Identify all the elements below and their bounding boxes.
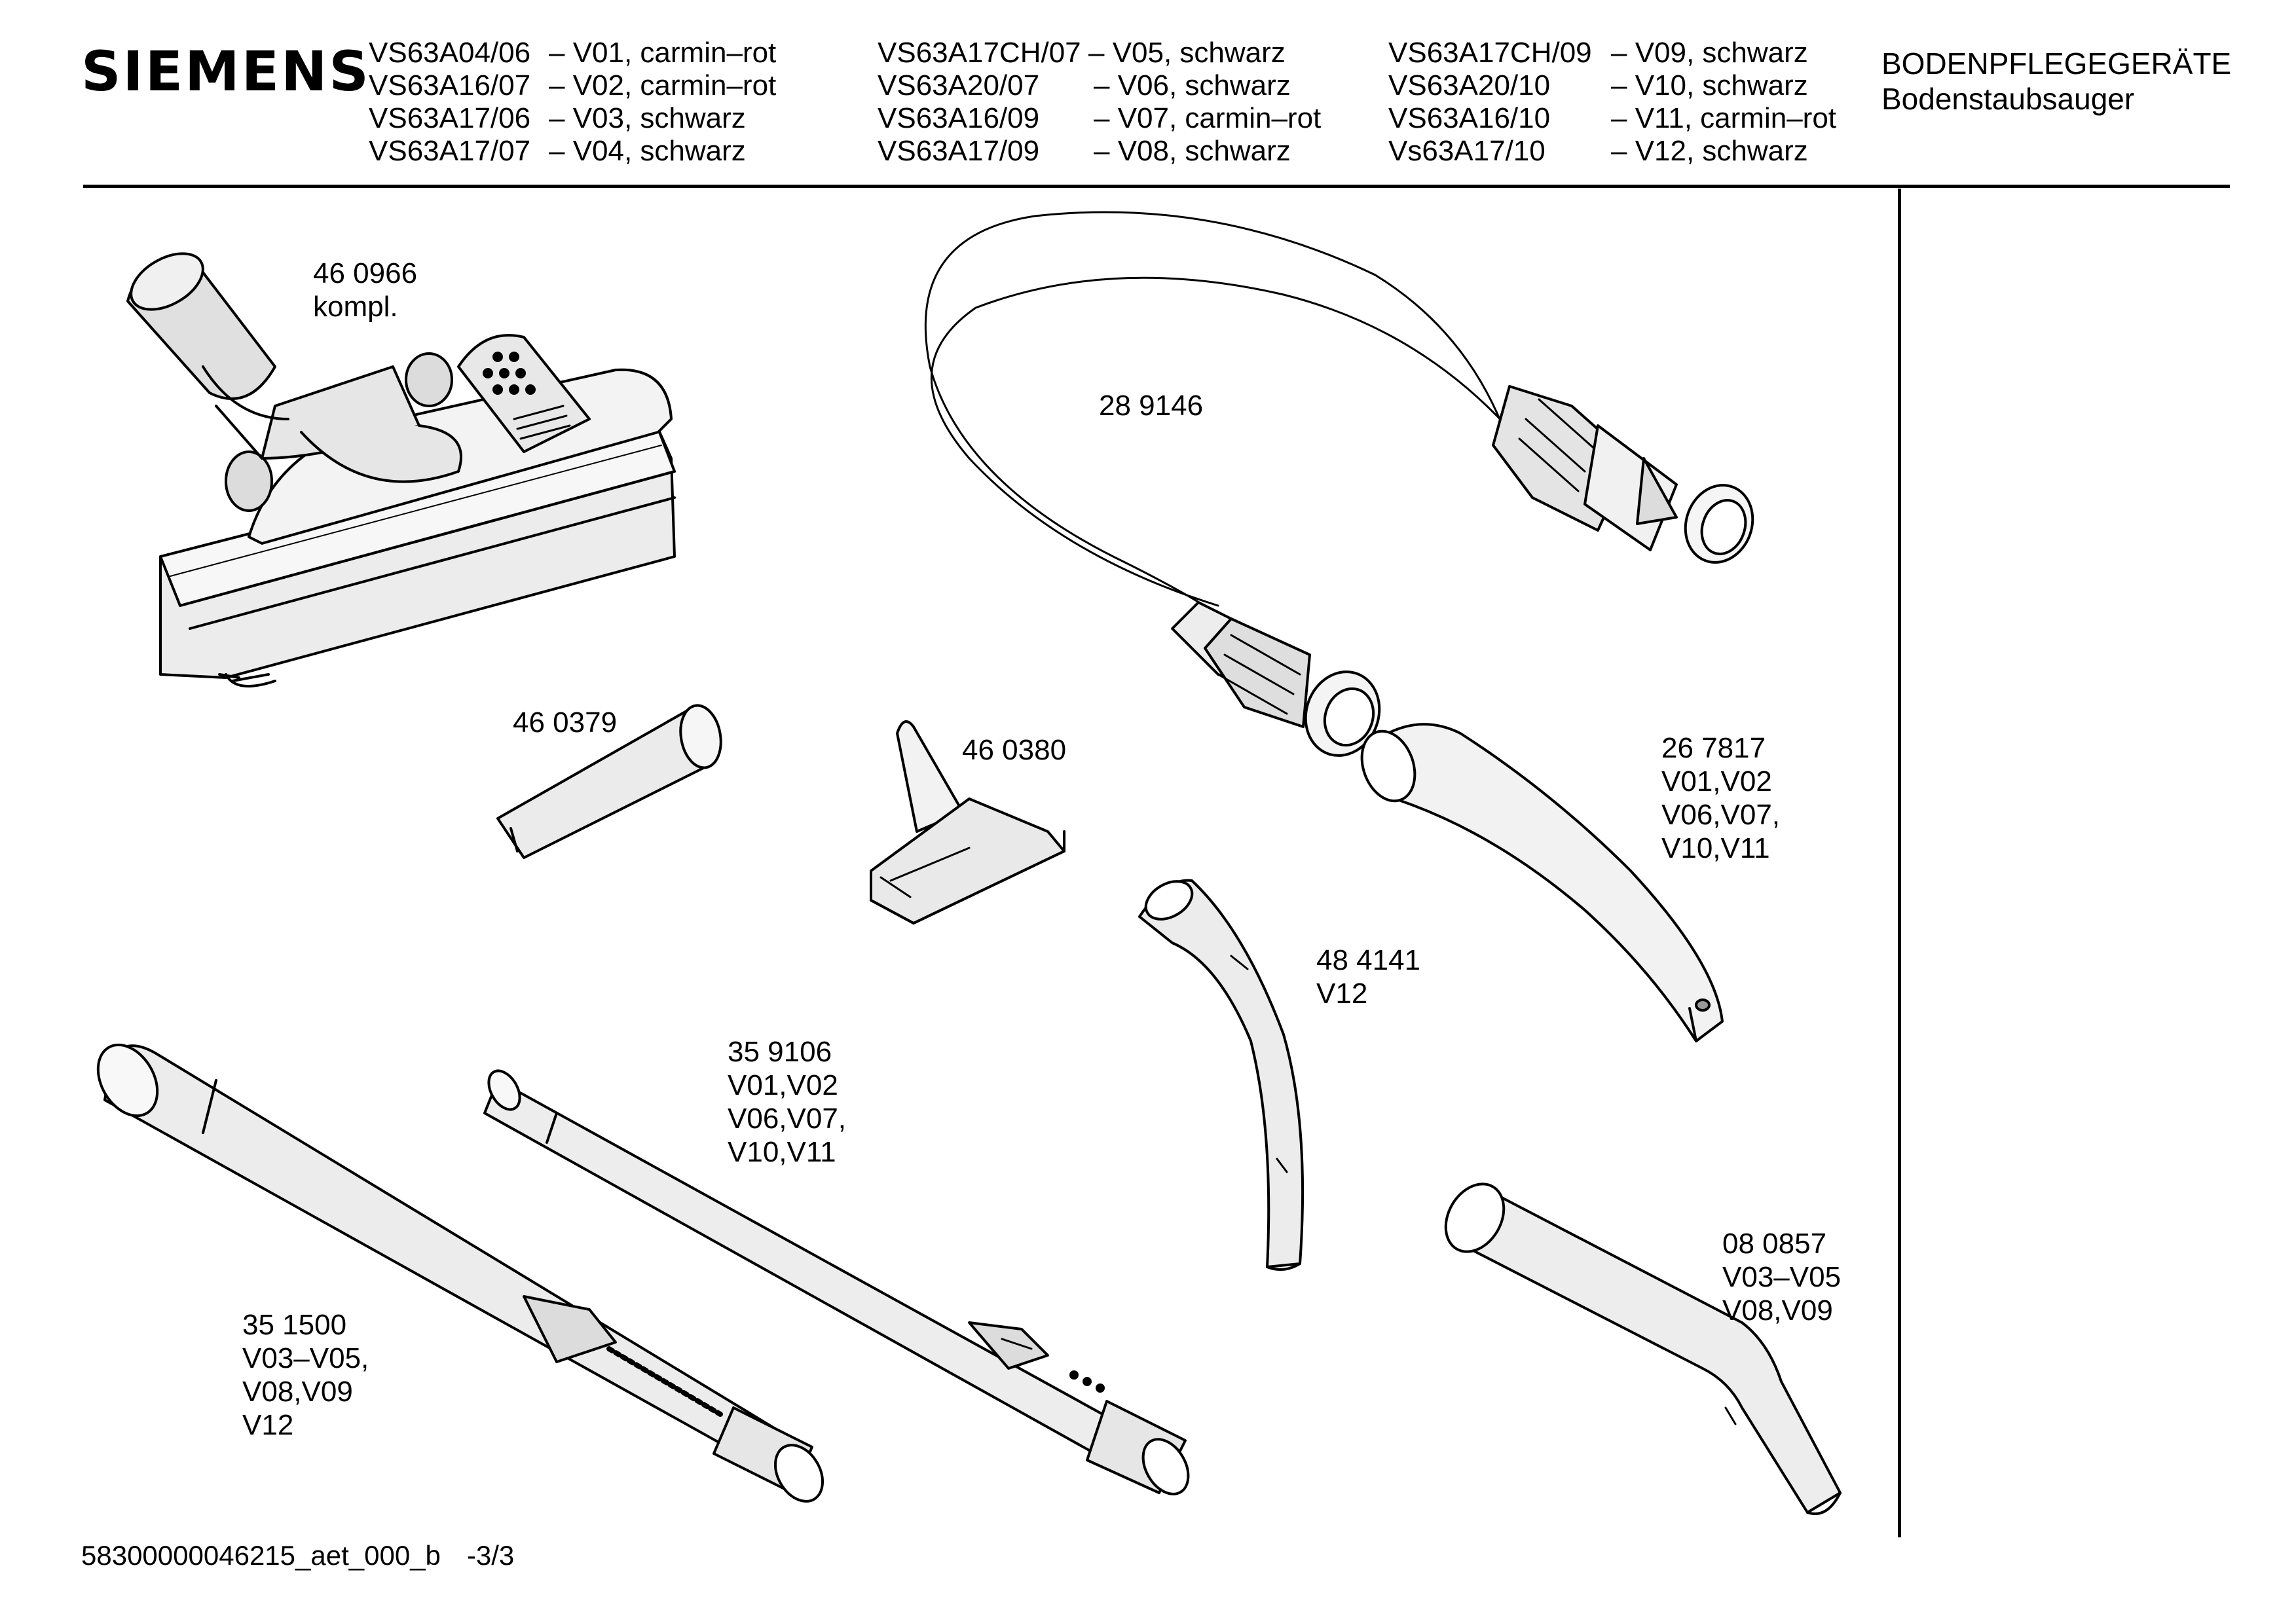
category-title: BODENPFLEGEGERÄTE	[1881, 46, 2232, 81]
handle-26-7817-illustration	[1360, 723, 1724, 1042]
part-number: 08 0857	[1722, 1228, 1827, 1260]
model-variant: – V02, carmin–rot	[549, 69, 777, 101]
part-variants: V03–V05,	[242, 1342, 369, 1374]
part-label-48-4141: 48 4141 V12	[1316, 943, 1420, 1010]
part-variants: V06,V07,	[1661, 799, 1781, 831]
part-label-46-0966: 46 0966 kompl.	[313, 257, 417, 323]
part-variants: V06,V07,	[728, 1103, 847, 1135]
model-variant: – V05, schwarz	[1088, 37, 1286, 69]
brand-logo: SIEMENS	[81, 39, 371, 103]
model-variant: – V09, schwarz	[1611, 37, 1808, 69]
tube-35-1500-illustration	[96, 1043, 824, 1503]
upholstery-tool-illustration	[870, 720, 1065, 925]
model-code: VS63A17/07	[369, 135, 531, 167]
category-subtitle: Bodenstaubsauger	[1881, 82, 2135, 116]
part-number: 35 9106	[728, 1036, 832, 1068]
part-label-08-0857: 08 0857 V03–V05 V08,V09	[1722, 1227, 1841, 1327]
part-label-35-9106: 35 9106 V01,V02 V06,V07, V10,V11	[728, 1035, 846, 1169]
part-variants: V03–V05	[1722, 1261, 1842, 1293]
model-variant: – V07, carmin–rot	[1094, 102, 1322, 134]
tube-35-9106-illustration	[483, 1069, 1190, 1495]
part-number: 46 0380	[962, 734, 1067, 766]
model-code: VS63A17CH/07	[878, 37, 1081, 69]
part-variants: V10,V11	[1661, 832, 1770, 864]
part-variants: V01,V02	[728, 1069, 838, 1101]
model-variant: – V04, schwarz	[549, 135, 746, 167]
model-code: VS63A17CH/09	[1388, 37, 1592, 69]
model-code: VS63A16/10	[1388, 102, 1551, 134]
part-label-46-0380: 46 0380	[962, 733, 1066, 767]
hose-illustration	[924, 211, 1754, 757]
part-label-28-9146: 28 9146	[1099, 389, 1203, 422]
part-number: 46 0966	[313, 257, 418, 289]
part-label-26-7817: 26 7817 V01,V02 V06,V07, V10,V11	[1661, 731, 1780, 865]
page-footer: 58300000046215_aet_000_b -3/3	[81, 1540, 514, 1571]
part-number: 35 1500	[242, 1309, 347, 1341]
part-variants: V01,V02	[1661, 765, 1772, 797]
page-number: -3/3	[466, 1540, 515, 1571]
category-block: BODENPFLEGEGERÄTE Bodenstaubsauger	[1881, 46, 2231, 117]
model-variant: – V12, schwarz	[1611, 135, 1808, 167]
handle-08-0857-illustration	[1444, 1182, 1842, 1515]
document-id: 58300000046215_aet_000_b	[81, 1540, 441, 1571]
model-code: VS63A16/09	[878, 102, 1040, 134]
model-code: VS63A04/06	[369, 37, 531, 69]
crevice-tool-illustration	[496, 704, 722, 859]
header-divider	[83, 185, 2230, 188]
model-code: VS63A20/10	[1388, 69, 1551, 101]
model-variant: – V08, schwarz	[1094, 135, 1291, 167]
model-variant: – V06, schwarz	[1094, 69, 1291, 101]
part-label-35-1500: 35 1500 V03–V05, V08,V09 V12	[242, 1308, 369, 1442]
model-code: VS63A17/09	[878, 135, 1040, 167]
part-label-46-0379: 46 0379	[513, 706, 617, 739]
model-code: VS63A17/06	[369, 102, 531, 134]
model-code: VS63A16/07	[369, 69, 531, 101]
part-number: 48 4141	[1316, 944, 1421, 976]
right-margin-divider	[1898, 189, 1901, 1537]
model-code: VS63A20/07	[878, 69, 1040, 101]
part-variants: V08,V09	[1722, 1294, 1833, 1327]
model-variant: – V01, carmin–rot	[549, 37, 777, 69]
part-note: kompl.	[313, 291, 398, 323]
part-number: 28 9146	[1099, 390, 1204, 422]
model-variant: – V11, carmin–rot	[1611, 102, 1837, 134]
model-variant: – V03, schwarz	[549, 102, 746, 134]
part-variants: V12	[242, 1409, 294, 1441]
model-code: Vs63A17/10	[1388, 135, 1546, 167]
handle-48-4141-illustration	[1138, 879, 1305, 1271]
part-number: 26 7817	[1661, 732, 1766, 764]
model-variant: – V10, schwarz	[1611, 69, 1808, 101]
part-number: 46 0379	[513, 706, 618, 739]
part-variants: V10,V11	[728, 1136, 836, 1168]
floor-nozzle-illustration	[126, 252, 676, 687]
part-variants: V12	[1316, 978, 1368, 1010]
part-variants: V08,V09	[242, 1376, 353, 1408]
